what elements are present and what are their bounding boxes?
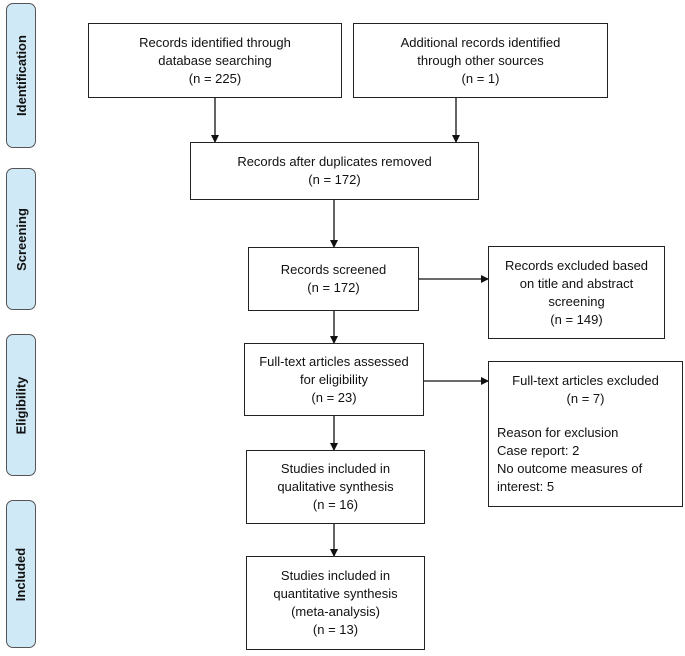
box-qualitative-synthesis: Studies included in qualitative synthesi… bbox=[246, 450, 425, 524]
box-count: (n = 23) bbox=[311, 389, 357, 405]
box-line: Records screened bbox=[280, 262, 387, 277]
exclusion-reason: No outcome measures of bbox=[497, 461, 643, 476]
phase-eligibility: Eligibility bbox=[6, 334, 36, 476]
box-line: Full-text articles assessed bbox=[259, 353, 409, 369]
box-line: quantitative synthesis bbox=[273, 586, 398, 601]
box-database-searching: Records identified through database sear… bbox=[88, 23, 342, 98]
box-count: (n = 1) bbox=[461, 70, 500, 86]
phase-identification: Identification bbox=[6, 3, 36, 148]
exclusion-reason: Case report: 2 bbox=[497, 443, 580, 458]
box-line: (meta-analysis) bbox=[291, 604, 380, 619]
box-fulltext-assessed: Full-text articles assessed for eligibil… bbox=[244, 343, 424, 416]
box-other-sources: Additional records identified through ot… bbox=[353, 23, 608, 98]
box-count: (n = 149) bbox=[550, 311, 603, 327]
box-excluded-screening: Records excluded based on title and abst… bbox=[488, 246, 665, 339]
box-duplicates-removed: Records after duplicates removed (n = 17… bbox=[190, 142, 479, 200]
box-line: on title and abstract bbox=[519, 275, 634, 291]
phase-screening: Screening bbox=[6, 168, 36, 310]
box-count: (n = 7) bbox=[566, 391, 605, 406]
box-line: Records after duplicates removed bbox=[237, 154, 432, 169]
box-line: Studies included in bbox=[280, 461, 391, 476]
box-count: (n = 172) bbox=[307, 280, 360, 295]
box-fulltext-excluded: Full-text articles excluded (n = 7) Reas… bbox=[488, 361, 683, 507]
box-line: Records identified through bbox=[139, 34, 291, 50]
box-line: for eligibility bbox=[300, 371, 368, 387]
phase-included: Included bbox=[6, 500, 36, 648]
box-line: qualitative synthesis bbox=[277, 479, 394, 494]
box-quantitative-synthesis: Studies included in quantitative synthes… bbox=[246, 556, 425, 650]
box-title: Full-text articles excluded bbox=[512, 373, 659, 388]
box-line: Studies included in bbox=[280, 568, 391, 583]
exclusion-reason: interest: 5 bbox=[497, 479, 555, 494]
box-line: screening bbox=[548, 293, 605, 309]
box-line: Additional records identified bbox=[400, 34, 561, 50]
box-count: (n = 225) bbox=[188, 70, 242, 86]
box-line: through other sources bbox=[417, 52, 544, 68]
box-line: Records excluded based bbox=[504, 257, 649, 273]
box-count: (n = 13) bbox=[312, 622, 359, 637]
exclusion-reason-heading: Reason for exclusion bbox=[497, 425, 619, 440]
box-line: database searching bbox=[158, 52, 272, 68]
box-count: (n = 16) bbox=[312, 497, 359, 512]
box-count: (n = 172) bbox=[308, 172, 361, 187]
box-records-screened: Records screened (n = 172) bbox=[248, 247, 419, 311]
